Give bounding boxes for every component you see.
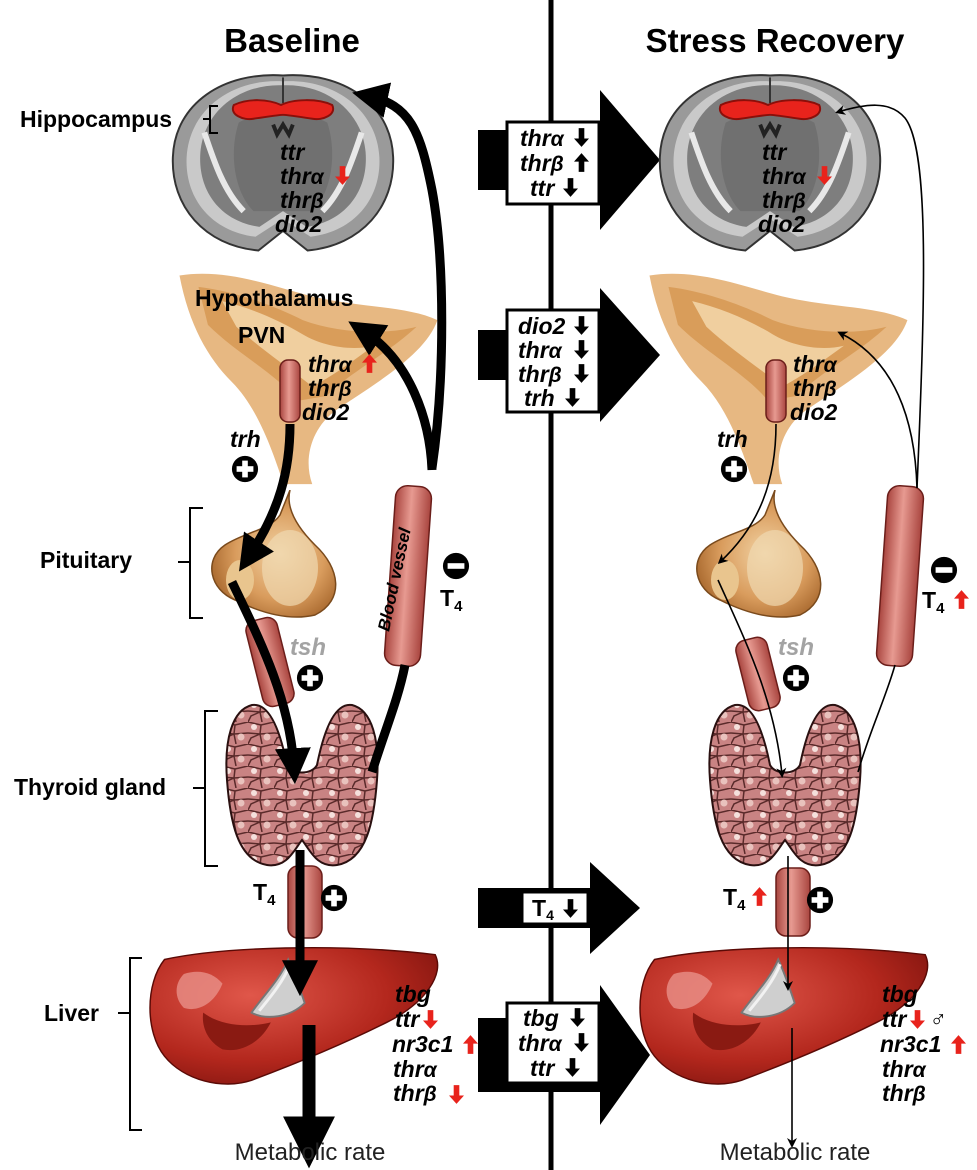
baseline-t4-label: T4 (253, 879, 276, 909)
baseline-liver-gene-tbg: tbg (395, 981, 431, 1007)
stress-hippo-gene-dio2: dio2 (758, 211, 805, 237)
baseline-metabolic-rate-label: Metabolic rate (235, 1139, 386, 1166)
baseline-t4-feedback-label: T4 (440, 585, 463, 615)
stress-hypo-gene-thrb: thrβ (793, 375, 837, 401)
stress-t4-feedback-up-red-arrow (954, 590, 969, 609)
stress-recovery-title: Stress Recovery (646, 22, 905, 59)
baseline-thyroid-image (226, 705, 377, 866)
baseline-pvn-vessel (280, 360, 300, 422)
baseline-liver-thrb-down-red-arrow (449, 1085, 464, 1104)
stress-trh-plus-icon (721, 456, 747, 482)
baseline-trh-plus-icon (232, 456, 258, 482)
baseline-tsh-plus-icon (297, 665, 323, 691)
baseline-thyroid-bracket (193, 711, 218, 866)
stress-arrow-thyroid-to-vessel (858, 665, 895, 772)
stress-t4-vessel (776, 868, 810, 936)
stress-trh-label: trh (717, 426, 748, 452)
baseline-liver-nr3c1-up-red-arrow (463, 1035, 478, 1054)
stress-t4-feedback-label: T4 (922, 587, 945, 617)
baseline-pituitary-label: Pituitary (40, 547, 132, 573)
stress-hypo-gene-thra: thrα (793, 351, 838, 377)
stress-liver-gene-tbg: tbg (882, 981, 918, 1007)
stress-blood-vessel (876, 485, 924, 667)
change-hypo-thrb: thrβ (518, 361, 562, 387)
baseline-liver-gene-ttr: ttr (395, 1006, 420, 1032)
stress-t4-label: T4 (723, 884, 746, 914)
baseline-hippo-gene-dio2: dio2 (275, 211, 322, 237)
baseline-hypo-gene-thra: thrα (308, 351, 353, 377)
baseline-liver-ttr-down-red-arrow (423, 1010, 438, 1029)
change-liver-thra: thrα (518, 1030, 563, 1056)
stress-tsh-label: tsh (778, 634, 814, 661)
baseline-tsh-label: tsh (290, 634, 326, 661)
stress-t4-up-red-arrow (752, 887, 767, 906)
change-hypo-dio2: dio2 (518, 313, 565, 339)
baseline-hypo-gene-dio2: dio2 (302, 399, 349, 425)
change-liver-tbg: tbg (523, 1005, 559, 1031)
stress-liver-male-symbol: ♂ (928, 1006, 945, 1032)
change-liver-ttr: ttr (530, 1055, 555, 1081)
stress-liver-gene-thra: thrα (882, 1056, 927, 1082)
baseline-hippo-gene-thrb: thrβ (280, 187, 324, 213)
baseline-t4-vessel (288, 866, 322, 938)
baseline-trh-label: trh (230, 426, 261, 452)
baseline-hippocampus-label: Hippocampus (20, 106, 172, 132)
baseline-hippo-gene-ttr: ttr (280, 139, 305, 165)
baseline-t4-plus-icon (321, 885, 347, 911)
baseline-hippo-gene-thra: thrα (280, 163, 325, 189)
stress-liver-gene-thrb: thrβ (882, 1080, 926, 1106)
baseline-hypothalamus-label: Hypothalamus (195, 285, 353, 311)
stress-metabolic-rate-label: Metabolic rate (720, 1139, 871, 1166)
stress-thyroid-image (709, 705, 860, 866)
baseline-liver-gene-nr3c1: nr3c1 (392, 1031, 453, 1057)
change-hypo-trh: trh (524, 385, 555, 411)
change-hypo-thra: thrα (518, 337, 563, 363)
stress-hypo-gene-dio2: dio2 (790, 399, 837, 425)
baseline-liver-label: Liver (44, 1000, 99, 1026)
baseline-t4-minus-icon (443, 553, 469, 579)
change-arrows: thrα thrβ ttr dio2 thrα thrβ trh T4 tbg … (478, 90, 660, 1125)
stress-tsh-plus-icon (783, 665, 809, 691)
stress-liver-nr3c1-up-red-arrow (951, 1035, 966, 1054)
baseline-thyroid-label: Thyroid gland (14, 774, 166, 800)
stress-liver-ttr-down-red-arrow (910, 1010, 925, 1029)
baseline-pituitary-bracket (178, 508, 203, 618)
baseline-liver-gene-thrb: thrβ (393, 1080, 437, 1106)
baseline-title: Baseline (224, 22, 360, 59)
change-hippo-ttr: ttr (530, 175, 555, 201)
stress-liver-gene-nr3c1: nr3c1 (880, 1031, 941, 1057)
baseline-arrow-thyroid-to-vessel (372, 665, 405, 772)
change-hippo-thrb: thrβ (520, 150, 564, 176)
baseline-hypo-gene-thrb: thrβ (308, 375, 352, 401)
stress-hippo-gene-thrb: thrβ (762, 187, 806, 213)
stress-t4-plus-icon (807, 887, 833, 913)
stress-pvn-vessel (766, 360, 786, 422)
stress-t4-minus-icon (931, 557, 957, 583)
stress-hippo-gene-ttr: ttr (762, 139, 787, 165)
baseline-pvn-label: PVN (238, 322, 285, 348)
baseline-panel: Hippocampus Hypothalamus PVN Pituitary T… (14, 75, 478, 1166)
baseline-liver-bracket (118, 958, 142, 1130)
stress-liver-gene-ttr: ttr (882, 1006, 907, 1032)
change-hippo-thra: thrα (520, 125, 565, 151)
stress-panel: ttr thrα thrβ dio2 thrα thrβ dio2 trh ts… (640, 75, 969, 1166)
baseline-liver-gene-thra: thrα (393, 1056, 438, 1082)
stress-hippo-gene-thra: thrα (762, 163, 807, 189)
